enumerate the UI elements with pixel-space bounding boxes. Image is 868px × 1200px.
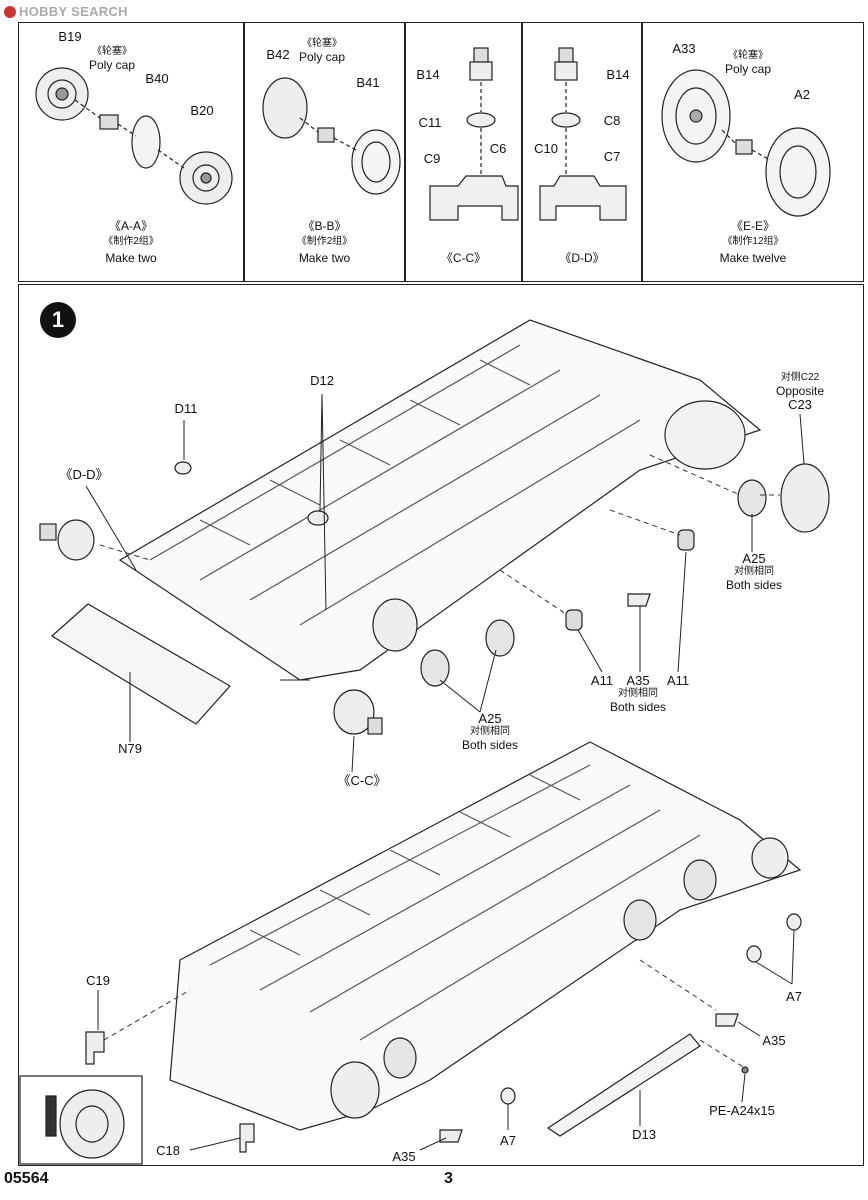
panel-e-e: 《E-E》 《制作12组》 Make twelve	[642, 22, 864, 282]
part-label: B41	[356, 75, 380, 90]
bracket-c9-c6-drawing	[429, 175, 519, 221]
polycap-label: 《轮塞》Poly cap	[298, 38, 346, 64]
part-label: B42	[266, 47, 290, 62]
part-a11-drawing	[565, 609, 583, 631]
part-label: A11	[590, 673, 614, 688]
bar-d13-drawing	[546, 1033, 701, 1137]
part-label: C11	[418, 115, 442, 130]
part-label: A7	[786, 989, 802, 1004]
hobby-search-watermark: HOBBY SEARCH	[4, 4, 128, 19]
part-label: C8	[603, 113, 621, 128]
logo-icon	[4, 6, 16, 18]
polycap-label: 《轮塞》Poly cap	[88, 46, 136, 72]
part-c19-drawing	[85, 1031, 105, 1065]
cc-assembly-drawing	[333, 689, 383, 735]
part-label: A33	[672, 41, 696, 56]
part-b14-drawing	[554, 47, 578, 81]
part-label: B14	[416, 67, 440, 82]
part-label: C18	[156, 1143, 180, 1158]
part-c8-drawing	[551, 112, 581, 128]
part-a7-drawing	[746, 945, 762, 963]
wheel-a2-drawing	[765, 127, 831, 217]
panel-d-d: 《D-D》	[522, 22, 642, 282]
dd-assembly-drawing	[39, 519, 95, 561]
part-label: A11	[666, 673, 690, 688]
kit-code: 05564	[4, 1170, 49, 1187]
part-label: A35	[762, 1033, 786, 1048]
part-label: C19	[86, 973, 110, 988]
detail-inset-drawing	[45, 1089, 125, 1159]
upper-hull-drawing	[118, 319, 830, 687]
panel-caption: 《A-A》	[108, 219, 153, 233]
part-label: C6	[489, 141, 507, 156]
panel-caption: 《D-D》	[559, 251, 605, 265]
part-c18-drawing	[239, 1123, 255, 1153]
part-d12-drawing	[307, 510, 329, 526]
part-a35-drawing	[715, 1013, 739, 1027]
subassembly-ref-label: 《D-D》	[59, 467, 109, 482]
step-frame	[18, 284, 864, 1166]
polycap-drawing	[735, 139, 753, 155]
part-label: A35	[392, 1149, 416, 1164]
panel-cn-note: 《制作2组》	[103, 236, 159, 247]
polycap-label: 《轮塞》Poly cap	[724, 50, 772, 76]
step-number-badge: 1	[40, 302, 76, 338]
part-c11-drawing	[466, 112, 496, 128]
part-label: A7	[500, 1133, 516, 1148]
part-label: B20	[190, 103, 214, 118]
panel-cn-note: 《制作2组》	[296, 236, 353, 247]
subassembly-ref-label: 《C-C》	[337, 773, 387, 788]
panel-cn-note: 《制作12组》	[722, 236, 784, 247]
sprocket-b20-drawing	[179, 151, 233, 205]
part-label: A2	[794, 87, 810, 102]
part-label: C7	[603, 149, 621, 164]
part-label: N79	[118, 741, 142, 756]
part-pe-a24-drawing	[741, 1066, 749, 1074]
plate-n79-drawing	[50, 603, 231, 725]
polycap-drawing	[99, 114, 119, 130]
part-b14-drawing	[469, 47, 493, 81]
part-label: D13	[632, 1127, 656, 1142]
panel-caption: 《C-C》	[440, 251, 487, 265]
lower-hull-drawing	[169, 741, 802, 1131]
panel-caption: 《B-B》	[302, 219, 347, 233]
page-number: 3	[444, 1170, 453, 1187]
part-label: C10	[534, 141, 558, 156]
part-d11-drawing	[174, 461, 192, 475]
polycap-drawing	[317, 127, 335, 143]
panel-en-note: Make twelve	[719, 251, 787, 265]
sprocket-b19-drawing	[35, 67, 89, 121]
part-a35-drawing	[627, 593, 651, 607]
part-label: PE-A24x15	[709, 1103, 775, 1118]
part-label: B19	[58, 29, 82, 44]
part-label: D12	[310, 373, 334, 388]
part-label: D11	[174, 401, 198, 416]
panel-a-a: 《A-A》 《制作2组》 Make two	[18, 22, 244, 282]
part-a35-drawing	[439, 1129, 463, 1143]
bracket-c10-c7-drawing	[539, 175, 627, 221]
hub-b42-drawing	[262, 77, 308, 139]
disc-b40-drawing	[131, 115, 161, 169]
part-label: C9	[423, 151, 441, 166]
wheel-a33-drawing	[661, 69, 731, 163]
part-label: B14	[606, 67, 630, 82]
panel-en-note: Make two	[105, 251, 157, 265]
wheel-b41-drawing	[351, 129, 401, 195]
part-a11-drawing	[677, 529, 695, 551]
part-label: B40	[145, 71, 169, 86]
panel-b-b: 《B-B》 《制作2组》 Make two	[244, 22, 405, 282]
panel-en-note: Make two	[298, 251, 351, 265]
panel-caption: 《E-E》	[730, 219, 775, 233]
panel-c-c: 《C-C》	[405, 22, 522, 282]
